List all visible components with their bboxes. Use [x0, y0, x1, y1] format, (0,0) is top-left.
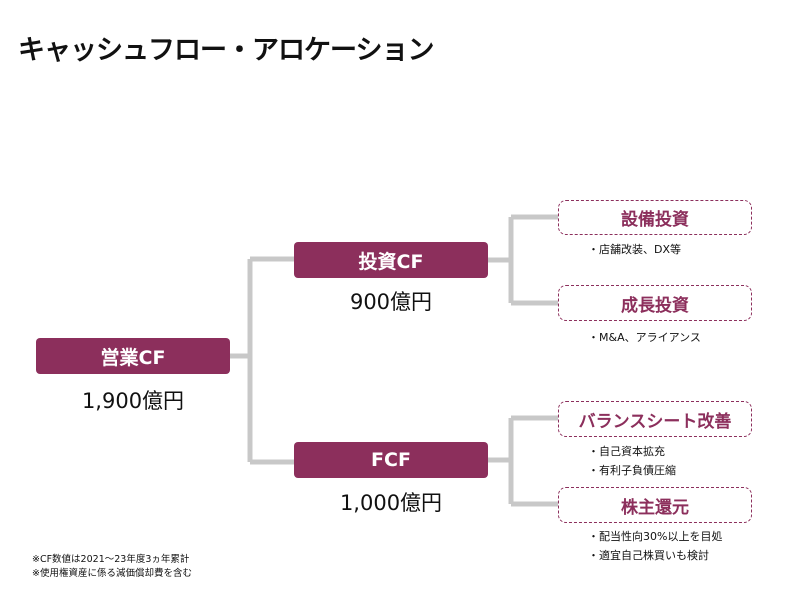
shareholder-return-bullets: ・配当性向30%以上を目処 ・適宜自己株買いも検討: [588, 527, 722, 565]
fcf-label: FCF: [371, 449, 411, 471]
shareholder-return-label: 株主還元: [621, 497, 689, 518]
investment-cf-box: 投資CF: [294, 242, 488, 278]
balance-sheet-label: バランスシート改善: [578, 411, 732, 432]
investment-cf-label: 投資CF: [358, 250, 424, 273]
growth-investment-box: 成長投資: [558, 285, 752, 321]
operating-cf-box: 営業CF: [36, 338, 230, 374]
bullet-item: ・有利子負債圧縮: [588, 464, 676, 477]
investment-cf-amount: 900億円: [349, 290, 433, 314]
capex-label: 設備投資: [621, 210, 689, 230]
bullet-item: ・店舗改装、DX等: [588, 243, 682, 256]
footnote: ※使用権資産に係る減価償却費を含む: [32, 568, 192, 579]
growth-investment-label: 成長投資: [621, 295, 689, 316]
connector-root: [230, 256, 294, 465]
operating-cf-label: 営業CF: [100, 346, 166, 369]
connector-investment: [488, 214, 558, 306]
balance-sheet-bullets: ・自己資本拡充 ・有利子負債圧縮: [588, 442, 676, 480]
bullet-item: ・自己資本拡充: [588, 445, 665, 458]
growth-investment-bullets: ・M&A、アライアンス: [588, 328, 701, 347]
connector-fcf: [488, 415, 558, 507]
fcf-amount: 1,000億円: [339, 491, 443, 515]
operating-cf-amount: 1,900億円: [81, 389, 185, 413]
fcf-box: FCF: [294, 442, 488, 478]
page-title: キャッシュフロー・アロケーション: [18, 35, 434, 66]
bullet-item: ・適宜自己株買いも検討: [588, 549, 709, 562]
capex-bullets: ・店舗改装、DX等: [588, 240, 681, 259]
bullet-item: ・M&A、アライアンス: [588, 331, 701, 344]
footnotes: ※CF数値は2021～23年度3ヵ年累計 ※使用権資産に係る減価償却費を含む: [32, 553, 192, 581]
balance-sheet-box: バランスシート改善: [558, 401, 752, 437]
shareholder-return-box: 株主還元: [558, 487, 752, 523]
bullet-item: ・配当性向30%以上を目処: [588, 530, 723, 543]
footnote: ※CF数値は2021～23年度3ヵ年累計: [32, 554, 190, 565]
capex-box: 設備投資: [558, 200, 752, 235]
